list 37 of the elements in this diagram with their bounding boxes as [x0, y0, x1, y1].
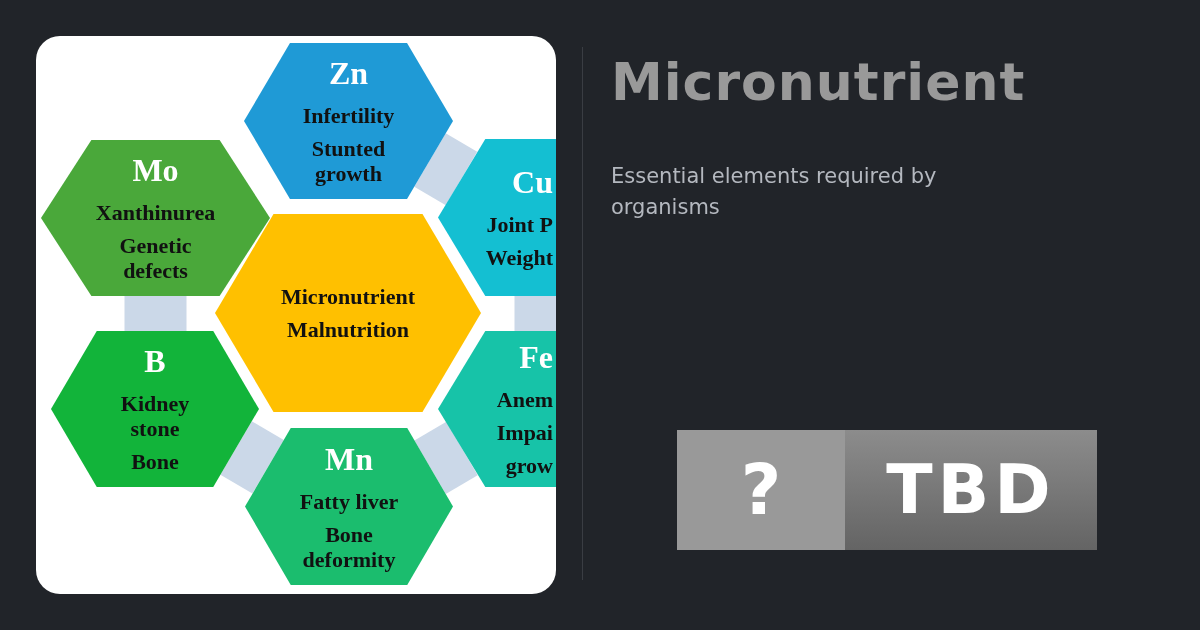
condition-label: grow [505, 453, 553, 478]
title: Micronutrient [611, 56, 1026, 108]
element-symbol: Cu [512, 165, 553, 199]
connector-band [414, 421, 478, 495]
hexagon [438, 139, 556, 296]
hexagon [215, 214, 481, 412]
condition-label: Stunted growth [310, 136, 387, 186]
element-symbol: B [144, 344, 166, 378]
hexagon [244, 43, 453, 199]
element-symbol: Fe [519, 340, 553, 374]
description: Essential elements required by organisms [611, 163, 938, 221]
condition-label: Genetic defects [118, 233, 193, 283]
condition-label: Fatty liver [299, 488, 399, 514]
condition-label: Kidney stone [119, 391, 191, 441]
element-symbol: Mn [325, 441, 373, 476]
hexagon [41, 140, 270, 296]
condition-label: Infertility [302, 103, 395, 128]
center-label: Micronutrient [281, 284, 415, 309]
condition-label: Xanthinurea [95, 200, 216, 225]
condition-label: Impai [496, 420, 553, 445]
element-symbol: Zn [328, 56, 369, 90]
condition-label: Weight [485, 245, 553, 270]
element-symbol: Mo [132, 153, 179, 187]
condition-label: Bone [131, 449, 179, 474]
unknown-badge: ? [677, 430, 845, 550]
hexagon [438, 331, 556, 487]
condition-label: Anem [496, 387, 553, 412]
connector-band [220, 421, 284, 494]
status-badge: TBD [845, 430, 1097, 550]
center-label: Malnutrition [286, 317, 410, 342]
connector-band [514, 296, 556, 331]
condition-label: Joint P [486, 212, 553, 237]
connector-band [124, 296, 187, 331]
condition-label: Bone deformity [301, 521, 397, 572]
hexagon [51, 331, 259, 487]
connector-band [414, 133, 478, 206]
hexagon [245, 428, 453, 585]
